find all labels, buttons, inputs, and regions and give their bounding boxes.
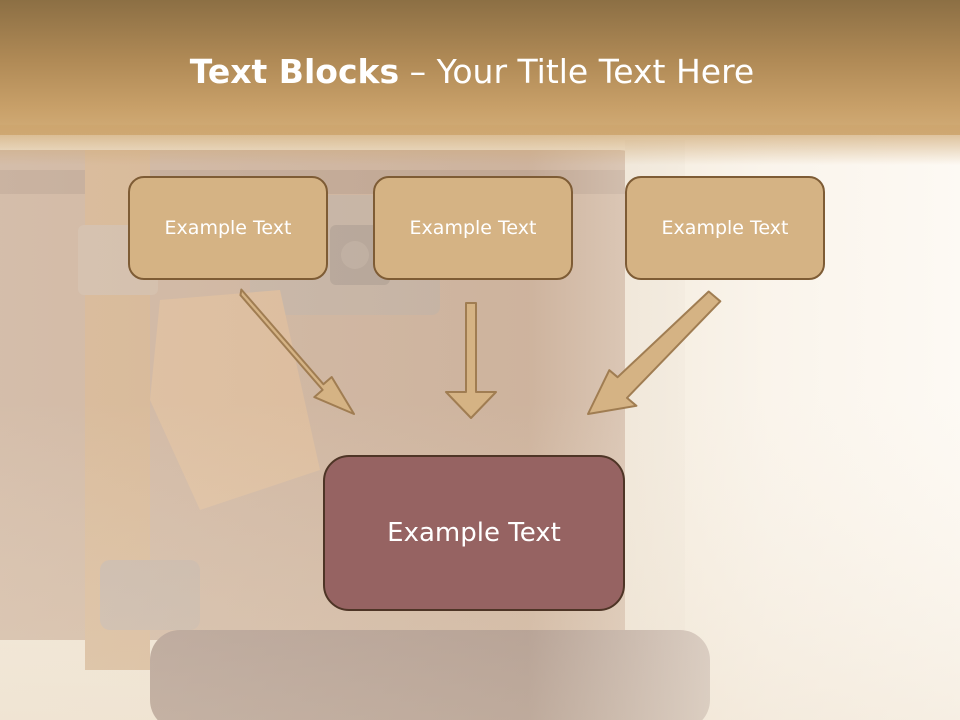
text-box-top-center[interactable]: Example Text — [373, 176, 573, 280]
title-bar-fade — [0, 125, 960, 165]
title-rest: Your Title Text Here — [436, 52, 755, 91]
text-box-main-label: Example Text — [387, 518, 561, 548]
text-box-top-left-label: Example Text — [164, 217, 292, 239]
arrow-center — [445, 302, 497, 419]
arrow-left — [239, 288, 355, 415]
title-dash: – — [399, 52, 437, 91]
text-box-top-right-label: Example Text — [661, 217, 789, 239]
title-bold: Text Blocks — [189, 52, 400, 91]
text-box-top-center-label: Example Text — [409, 217, 537, 239]
slide-title[interactable]: Text Blocks – Your Title Text Here — [0, 52, 944, 91]
arrow-right — [587, 290, 722, 415]
text-box-top-left[interactable]: Example Text — [128, 176, 328, 280]
text-box-top-right[interactable]: Example Text — [625, 176, 825, 280]
title-bar — [0, 0, 960, 135]
text-box-main[interactable]: Example Text — [323, 455, 625, 611]
